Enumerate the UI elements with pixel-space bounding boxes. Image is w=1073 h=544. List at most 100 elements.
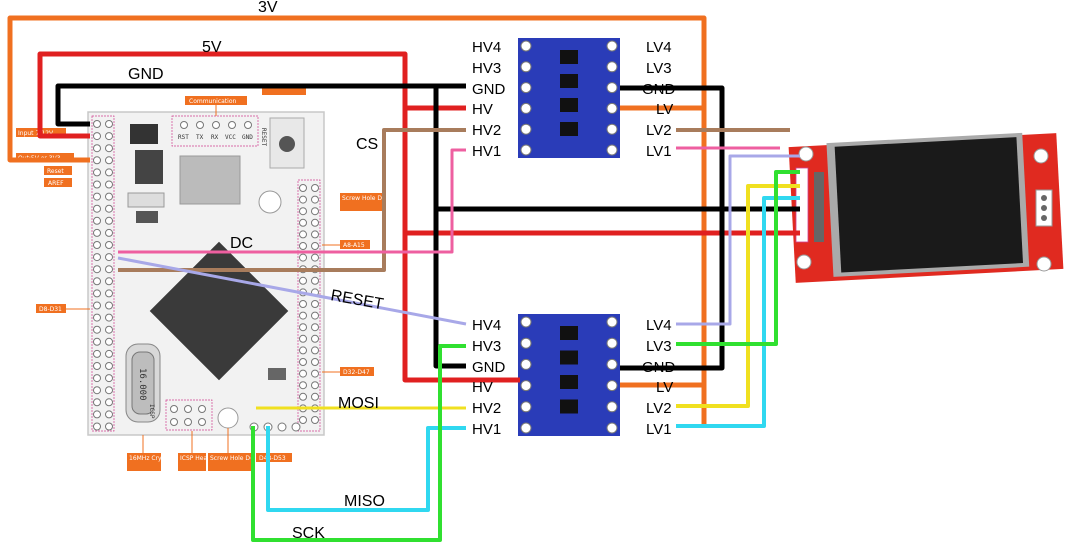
shifter-top-lv3: LV3 [646, 60, 672, 77]
shifter-pad [606, 123, 618, 135]
header-pin [311, 218, 319, 227]
header-pin [299, 323, 307, 332]
header-pin [93, 301, 101, 310]
header-pin [299, 392, 307, 401]
shifter-bottom-hv4: HV4 [472, 317, 501, 334]
level-shifter-bottom [518, 314, 620, 436]
comm-pin-label-gnd: GND [242, 134, 253, 141]
shifter-pad [520, 82, 532, 94]
comm-pin [196, 121, 204, 129]
shifter-bottom-lv2: LV2 [646, 400, 672, 417]
shifter-bottom-lv: LV [656, 379, 673, 396]
tft-display [788, 132, 1064, 283]
label-gnd: GND [128, 66, 164, 83]
header-pin [299, 346, 307, 355]
header-pin [105, 362, 113, 370]
header-pin [105, 422, 113, 431]
shifter-top-hv4: HV4 [472, 39, 501, 56]
shifter-pad [520, 316, 532, 328]
wires [7, 15, 800, 542]
header-pin [93, 144, 101, 153]
header-pin [93, 241, 101, 249]
smd-component [136, 211, 158, 223]
mosfet [560, 350, 578, 365]
tft-mount-hole-bl [796, 254, 812, 270]
shifter-bottom-lv4: LV4 [646, 317, 672, 334]
header-pin [93, 253, 101, 262]
label-reset: RESET [329, 287, 385, 313]
header-pin [299, 276, 307, 285]
header-pin [299, 253, 307, 262]
header-pin [299, 207, 307, 216]
header-pin [311, 300, 319, 308]
mosfet [560, 326, 578, 340]
shifter-pad [520, 123, 532, 135]
shifter-top-hv2: HV2 [472, 122, 501, 139]
header-pin [93, 349, 101, 358]
mosfet [560, 50, 578, 64]
shifter-bottom-gnd: GND [472, 359, 506, 376]
tag-aref-text: AREF [48, 180, 64, 187]
header-pin [93, 132, 101, 141]
header-pin [105, 156, 113, 165]
shifter-top-hv: HV [472, 101, 493, 118]
tft-mount-hole-tl [798, 146, 814, 162]
header-pin [105, 289, 113, 298]
shifter-pad [520, 144, 532, 156]
tag-reset [44, 166, 72, 175]
header-pin [93, 277, 101, 286]
regulator-chip [130, 124, 158, 144]
header-pin [93, 289, 101, 298]
header-pin [93, 398, 101, 407]
header-pin [93, 362, 101, 370]
shifter-bottom-hv2: HV2 [472, 400, 501, 417]
header-pin [311, 334, 319, 343]
tag-d8-d31-text: D8-D31 [39, 306, 62, 313]
shifter-top-hv1: HV1 [472, 143, 501, 160]
tft-mount-hole-br [1036, 256, 1052, 272]
header-pin [311, 276, 319, 285]
wire-miso-lv [676, 196, 800, 428]
header-pin [311, 392, 319, 401]
tag-d48-d53-text: D48-D53 [259, 455, 286, 462]
header-pin [299, 184, 307, 192]
right-header [297, 179, 321, 432]
comm-header [171, 115, 259, 147]
header-pin [93, 313, 101, 322]
header-pin [311, 207, 319, 216]
header-pin [105, 144, 113, 153]
header-pin [299, 381, 307, 390]
tx-rx-leds [179, 155, 241, 205]
shifter-pad [606, 422, 618, 434]
shifter-pad [606, 337, 618, 349]
comm-pin [180, 121, 188, 129]
mosfet [560, 375, 578, 389]
shifter-pad [606, 61, 618, 73]
header-pin [299, 195, 307, 204]
shifter-pad [520, 422, 532, 434]
header-pin [93, 120, 101, 128]
tag-communication [185, 96, 247, 105]
header-pin [93, 156, 101, 165]
icsp-silk-label: ICSP [148, 404, 155, 419]
tag-screw-top [340, 193, 384, 211]
wire-3v [7, 15, 707, 424]
reset-button[interactable] [279, 136, 295, 152]
header-pin [93, 422, 101, 431]
header-pin [299, 369, 307, 378]
header-pin [105, 216, 113, 225]
label-dc: DC [230, 235, 253, 252]
shifter-top-lv: LV [656, 101, 673, 118]
header-pin [105, 398, 113, 407]
icsp-pin [184, 405, 192, 413]
wire-cs [118, 128, 466, 272]
wire-reset [117, 256, 467, 326]
wire-sck-lv [676, 170, 800, 346]
tag-d32-d47-text: D32-D47 [343, 369, 370, 376]
header-pin [105, 265, 113, 274]
label-sck: SCK [292, 525, 325, 542]
bottom-pin [277, 422, 287, 432]
label-mosi: MOSI [338, 395, 379, 412]
header-pin [105, 204, 113, 213]
header-pin [311, 253, 319, 262]
